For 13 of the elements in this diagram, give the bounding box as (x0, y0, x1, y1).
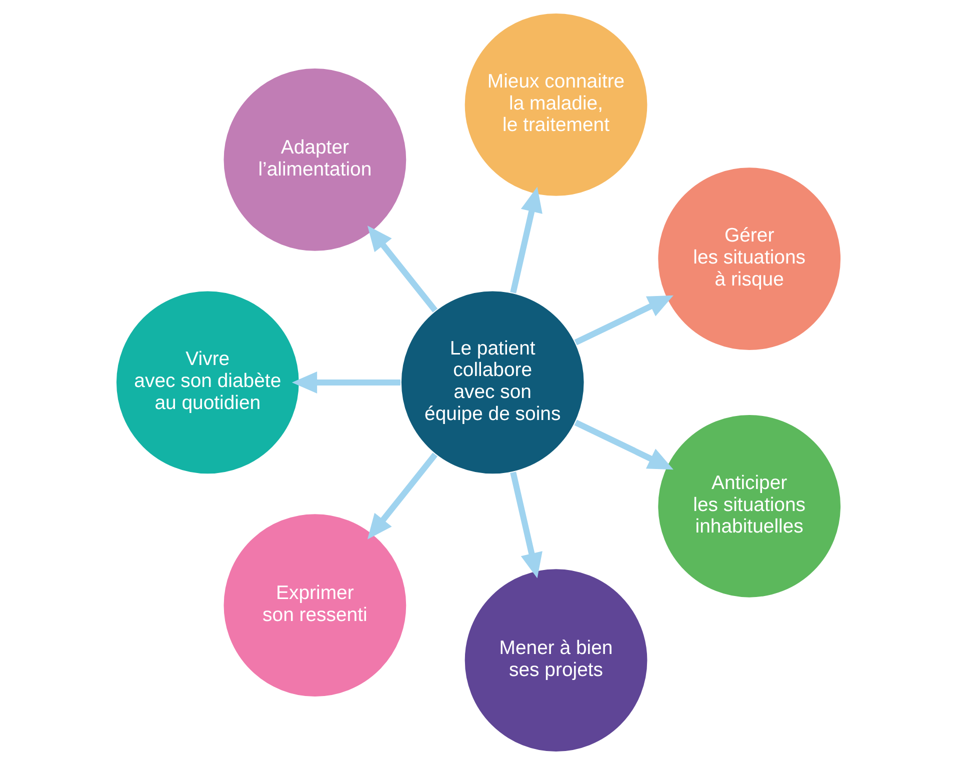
arrow (574, 420, 673, 470)
arrow (510, 186, 542, 294)
arrow (510, 472, 542, 578)
node-circle: Le patient collabore avec son équipe de soins (400, 290, 584, 475)
node-circle: Vivre avec son diabète au quotidien (114, 290, 300, 475)
arrow (366, 226, 438, 312)
arrow (574, 295, 673, 346)
arrow (366, 452, 438, 540)
arrow (291, 371, 400, 394)
node-circle: Mener à bien ses projets (463, 568, 648, 753)
node-circle: Gérer les situations à risque (656, 166, 842, 352)
node-circle: Mieux connaitre la maladie, le traitement (463, 12, 648, 198)
node-circle: Anticiper les situations inhabituelles (656, 414, 842, 599)
